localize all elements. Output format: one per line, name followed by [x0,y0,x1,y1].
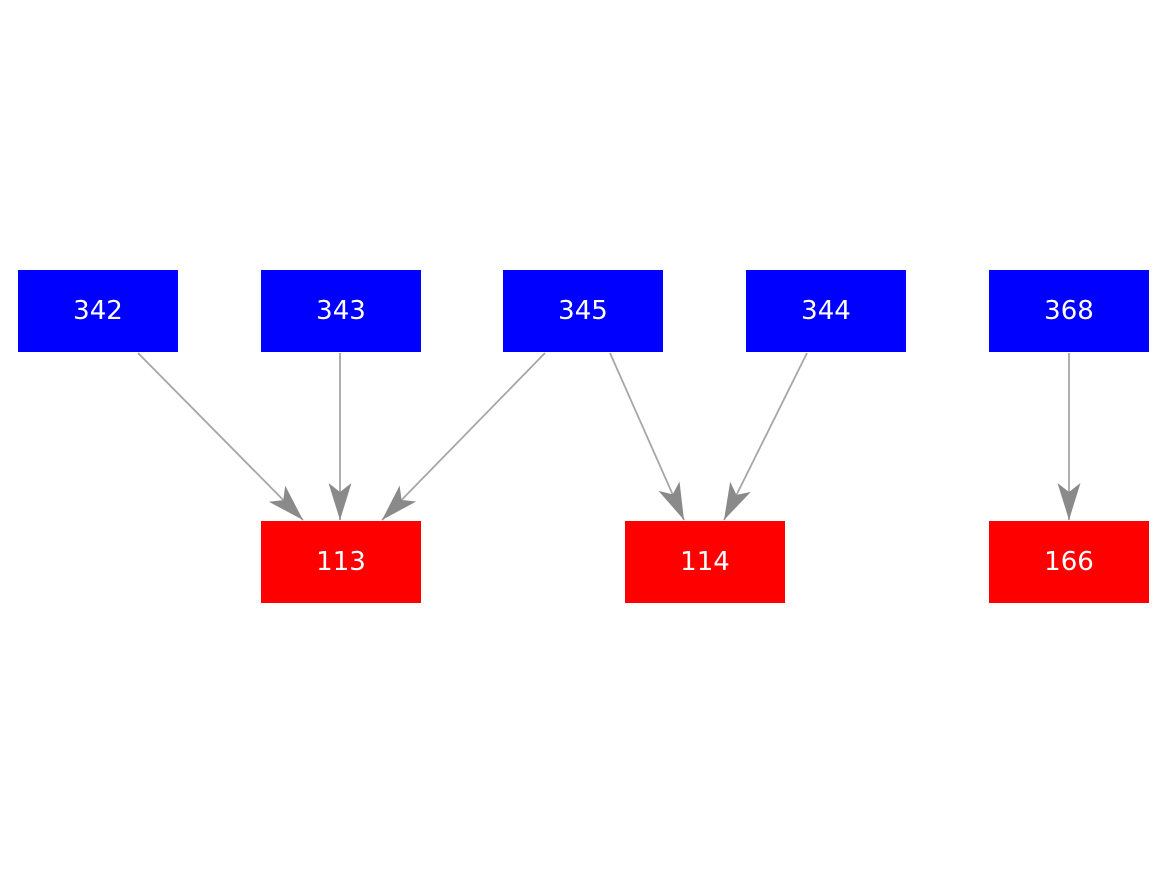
graph-node-342: 342 [18,270,178,352]
graph-node-113: 113 [261,521,421,603]
edge-345-to-113 [381,352,546,521]
graph-node-166: 166 [989,521,1149,603]
edge-345-to-114 [609,352,685,521]
edge-344-to-114 [723,352,808,521]
edge-group [137,352,1081,521]
graph-node-345: 345 [503,270,663,352]
graph-node-368: 368 [989,270,1149,352]
edge-342-to-113 [137,352,304,521]
graph-node-344: 344 [746,270,906,352]
graph-node-343: 343 [261,270,421,352]
graph-node-114: 114 [625,521,785,603]
